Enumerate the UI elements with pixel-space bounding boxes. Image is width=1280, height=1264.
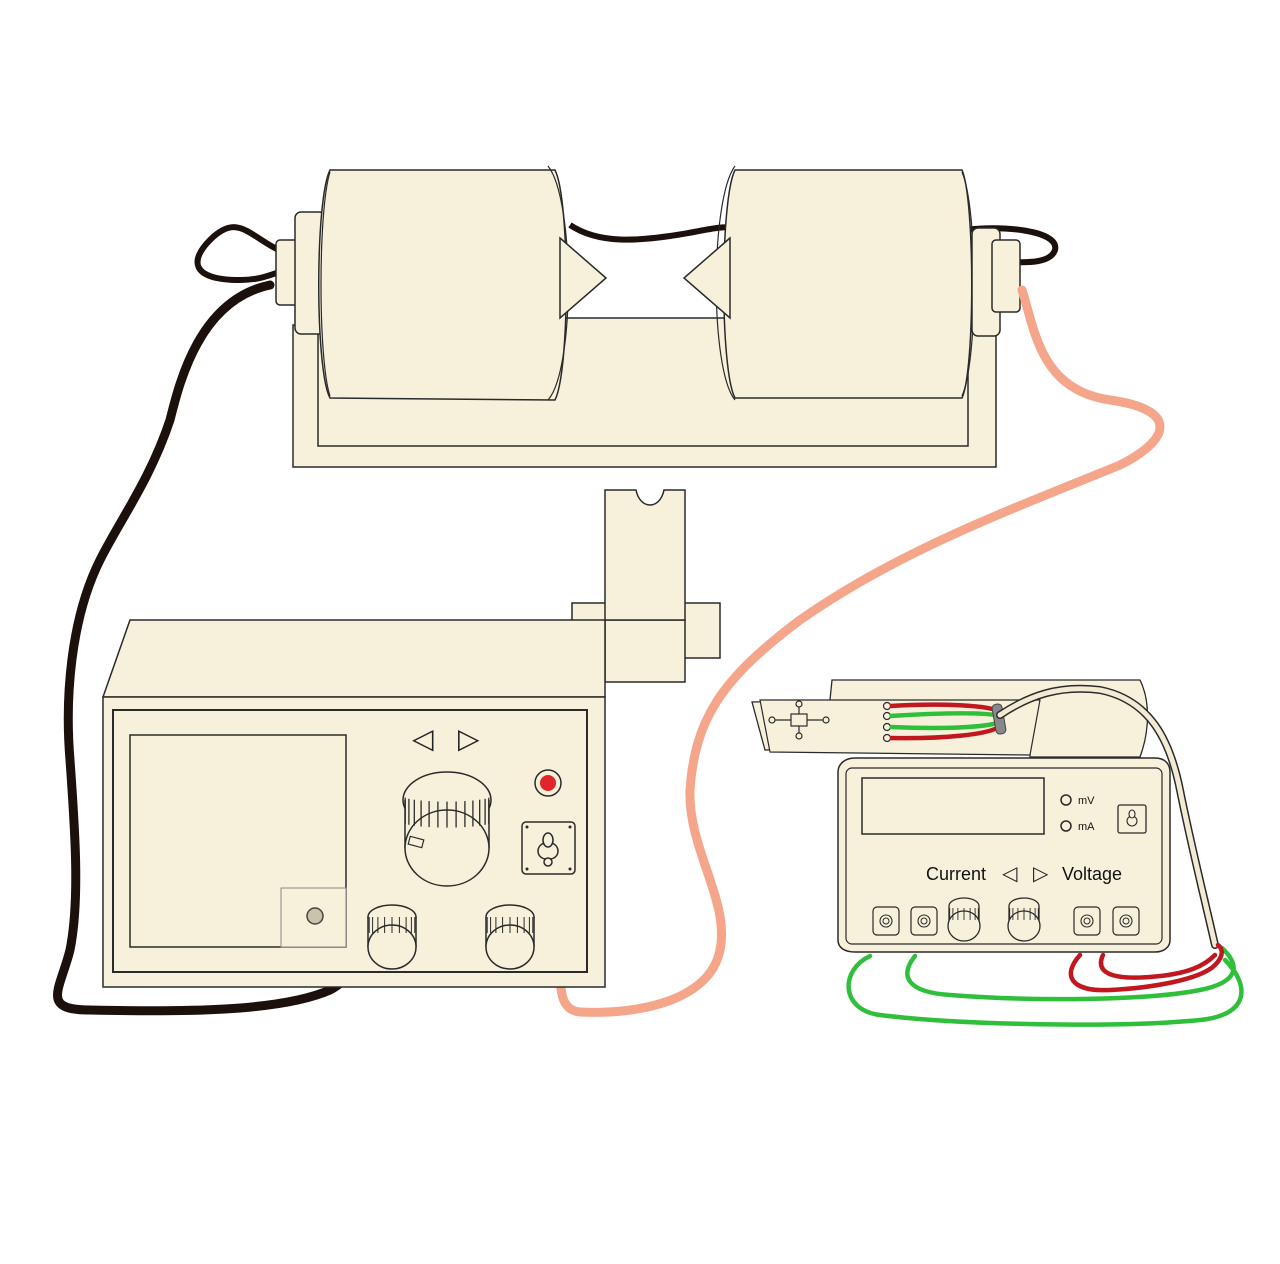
meter-right-arrow-icon: ▷ <box>1033 863 1049 885</box>
voltage-socket-2[interactable] <box>1112 906 1140 936</box>
salmon-cable <box>535 285 1165 1017</box>
output-terminal-black[interactable] <box>367 904 417 970</box>
output-terminal-red[interactable] <box>485 904 535 970</box>
meter-lead-wires <box>846 942 1244 1027</box>
adjust-knob[interactable] <box>402 771 492 887</box>
hall-probe-board <box>751 679 1149 758</box>
voltage-socket-1[interactable] <box>1073 906 1101 936</box>
left-arrow-icon: ◁ <box>412 723 434 754</box>
right-arrow-icon: ▷ <box>458 723 480 754</box>
current-socket-1[interactable] <box>872 906 900 936</box>
current-label: Current <box>926 864 986 884</box>
meter-display <box>861 777 1045 835</box>
mv-indicator <box>1060 794 1072 806</box>
electromagnet <box>275 165 1059 468</box>
probe-cable <box>996 684 1219 949</box>
digital-meter: mV mA Current ◁ ▷ Voltage <box>837 757 1171 953</box>
right-end-cap-outer <box>991 239 1021 313</box>
mv-label: mV <box>1078 795 1095 807</box>
indicator-dot <box>306 907 324 925</box>
meter-toggle-switch[interactable] <box>1117 804 1147 834</box>
ma-indicator <box>1060 820 1072 832</box>
ma-label: mA <box>1078 821 1095 833</box>
current-socket-2[interactable] <box>910 906 938 936</box>
left-coil <box>318 169 567 401</box>
left-pole-piece <box>559 236 608 320</box>
power-supply: ◁ ▷ <box>101 619 606 988</box>
current-knob[interactable] <box>947 897 981 942</box>
black-cable <box>53 224 367 1016</box>
meter-left-arrow-icon: ◁ <box>1001 863 1018 885</box>
right-pole-piece <box>682 236 731 320</box>
power-toggle-switch[interactable] <box>521 821 576 875</box>
right-coil <box>723 169 973 399</box>
voltage-knob[interactable] <box>1007 897 1041 942</box>
hall-element-icon <box>768 700 830 740</box>
voltage-label: Voltage <box>1062 864 1122 884</box>
